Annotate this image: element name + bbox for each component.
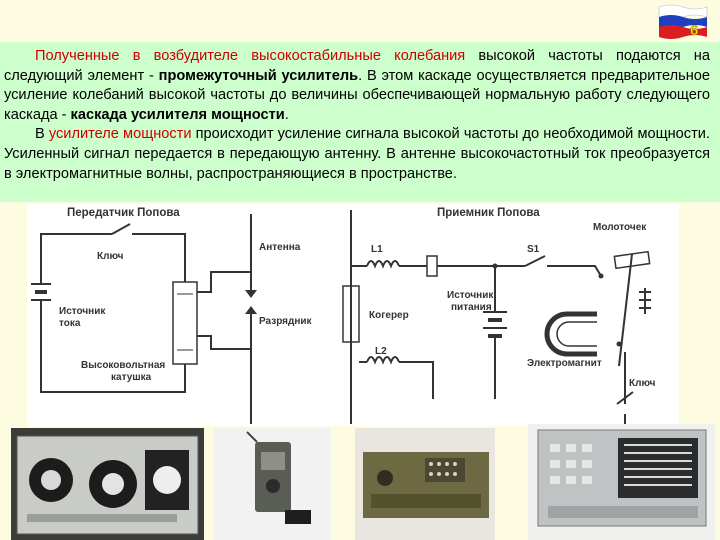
text-span: В [35, 126, 49, 143]
exciter-phrase: Полученные в возбудителе высокостабильны… [35, 48, 466, 64]
flag-icon: 6 [658, 4, 708, 39]
power-source-label-1: Источник [447, 290, 494, 301]
electromagnet-label: Электромагнит [527, 358, 602, 369]
radio-equipment-photo-2 [213, 428, 331, 540]
radio-equipment-photo-1 [11, 428, 204, 540]
coherer-label: Когерер [369, 310, 409, 321]
text-span: . В этом каскаде осуществляется предвари… [4, 67, 710, 123]
key2-label: Ключ [629, 378, 656, 389]
text-block: Полученные в возбудителе высокостабильны… [0, 42, 720, 202]
coil-label-1: Высоковольтная [81, 360, 165, 371]
hammer-label: Молоточек [593, 222, 647, 233]
power-amplifier-phrase: усилителе мощности [48, 126, 192, 143]
power-source-label-2: питания [451, 302, 492, 313]
source-label-1: Источник [59, 306, 106, 317]
spark-gap-label: Разрядник [259, 316, 313, 327]
coil-label-2: катушка [111, 372, 152, 383]
paragraph-1: Полученные в возбудителе высокостабильны… [4, 47, 710, 125]
slide-number: 6 [690, 22, 698, 39]
antenna-label: Антенна [259, 242, 301, 253]
popov-schematic-diagram: Передатчик Попова Приемник Попова Ключ И… [27, 204, 679, 426]
transmitter-title: Передатчик Попова [67, 207, 180, 219]
intermediate-amplifier-term: промежуточный усилитель [158, 67, 359, 84]
l1-label: L1 [371, 244, 383, 255]
paragraph-2: В усилителе мощности происходит усиление… [4, 125, 710, 184]
text-span: . [284, 106, 289, 123]
key-label: Ключ [97, 251, 124, 262]
l2-label: L2 [375, 346, 387, 357]
s1-label: S1 [527, 244, 540, 255]
radio-equipment-photo-4 [528, 424, 715, 540]
radio-equipment-photo-3 [355, 428, 495, 540]
text-span: высокой частоты подаются на следующий эл… [4, 48, 710, 84]
text-span: происходит усиление сигнала высокой част… [4, 126, 710, 182]
source-label-2: тока [59, 318, 81, 329]
receiver-title: Приемник Попова [437, 207, 540, 219]
power-amplifier-term: каскада усилителя мощности [70, 106, 285, 123]
